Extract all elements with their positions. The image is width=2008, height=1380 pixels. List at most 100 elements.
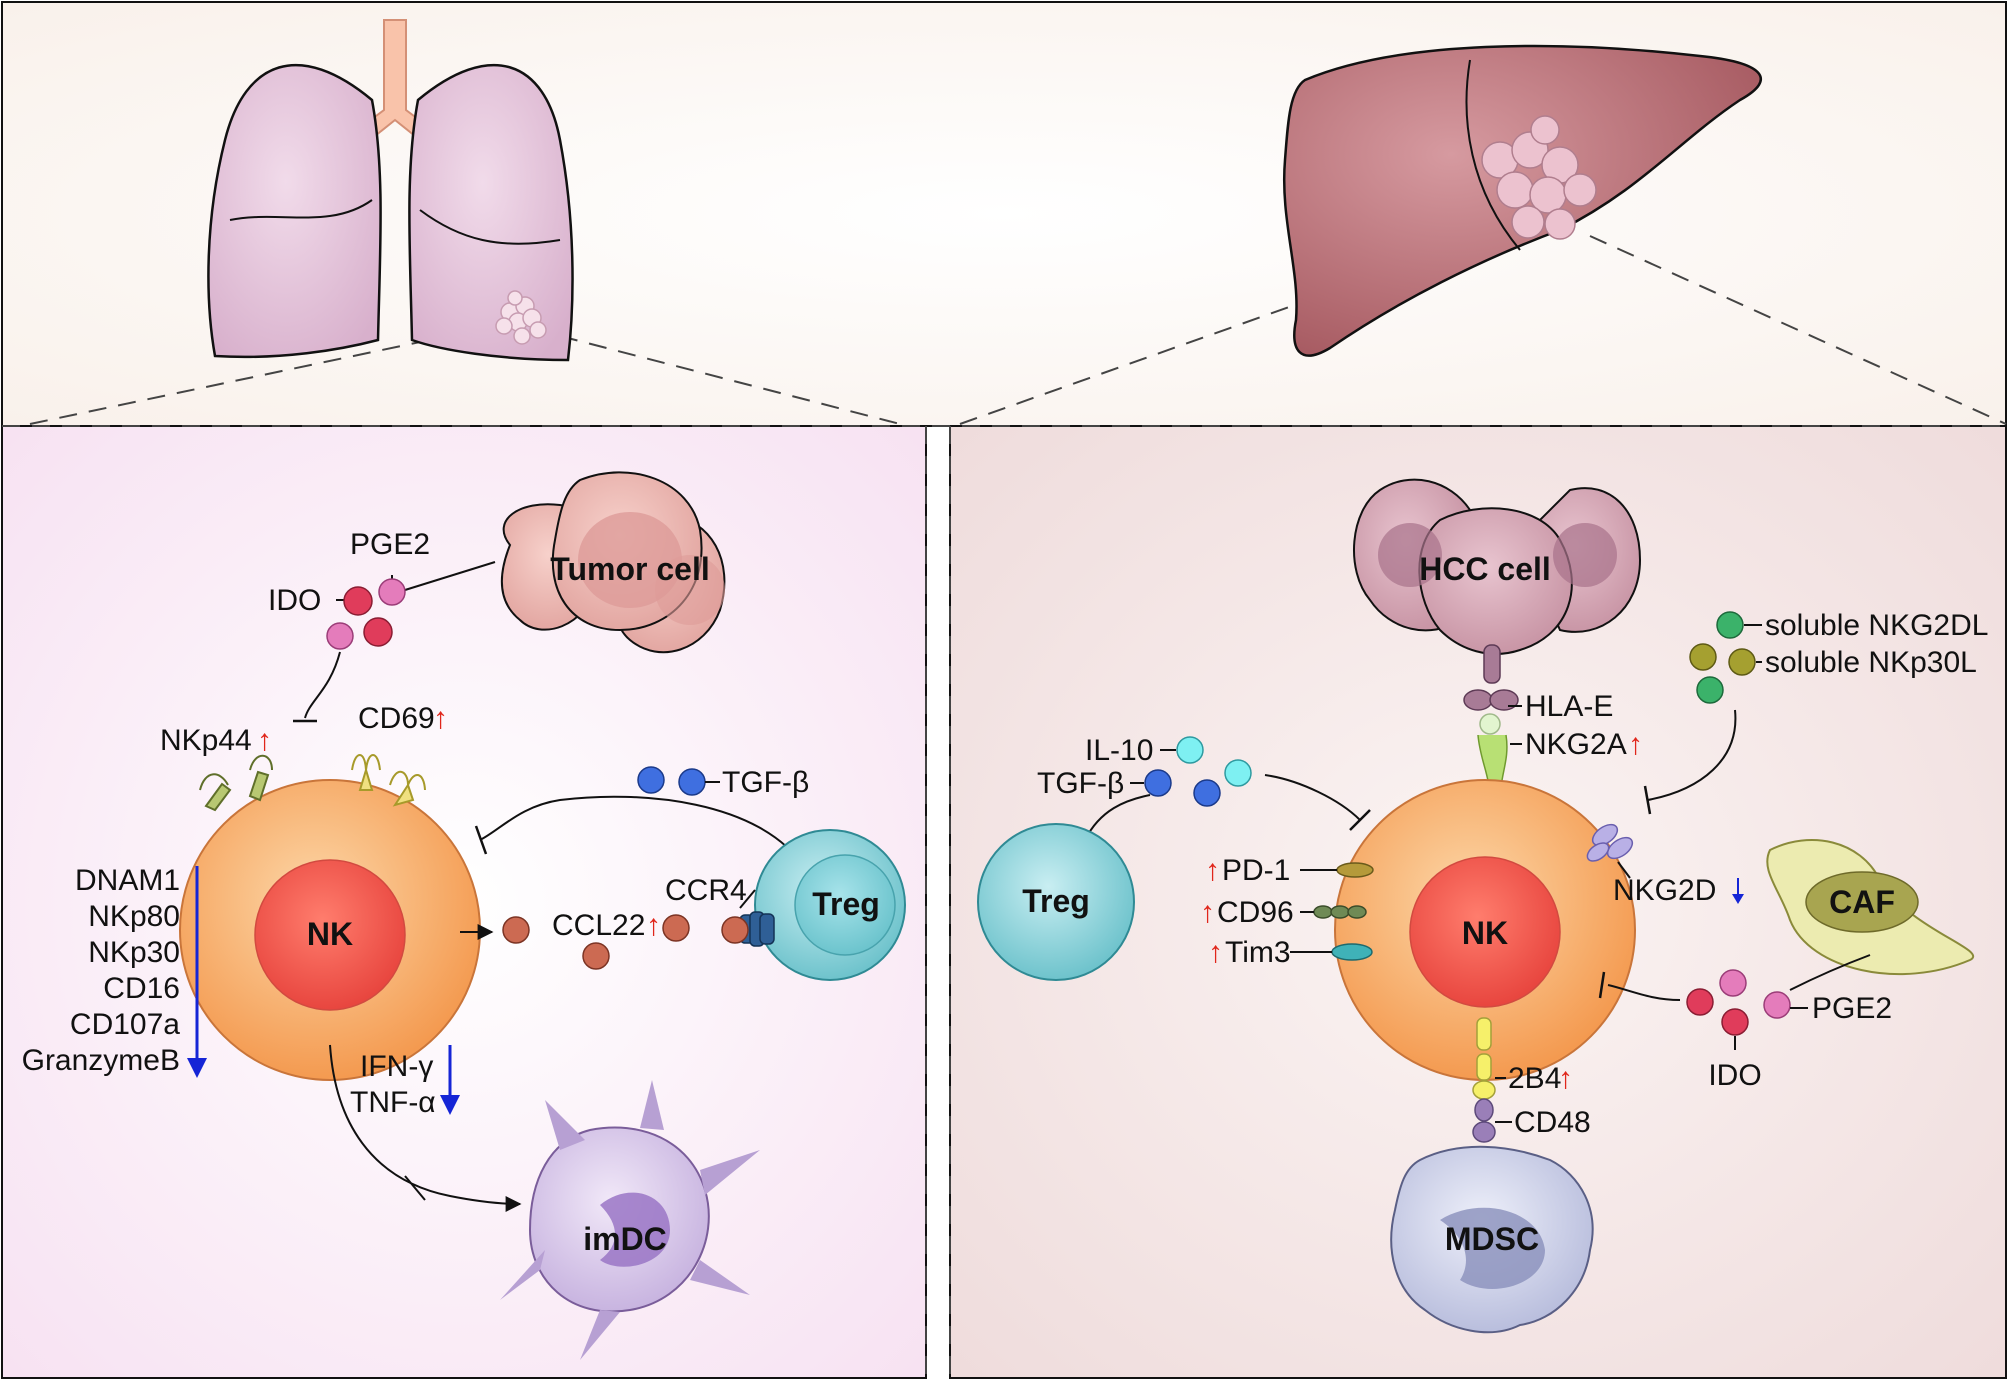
2b4-label: 2B4 (1508, 1062, 1561, 1095)
tgf-beta-label-right: TGF-β (1037, 767, 1124, 800)
cd96-label: CD96 (1217, 896, 1294, 929)
inhibit-line-treg-nk (479, 795, 806, 869)
mdsc-cell (1390, 1145, 1594, 1334)
liver-zoom-line-left (959, 295, 1321, 425)
ccl22-molecule (662, 914, 690, 942)
2b4-up-arrow: ↑ (1558, 1062, 1573, 1095)
ccl22-up-arrow: ↑ (646, 909, 661, 942)
down-list-item: NKp80 (88, 900, 180, 933)
liver-zoom-line-right (1589, 235, 2007, 425)
inhibit-line-caf-nk (1607, 984, 1681, 1001)
treg-label: Treg (812, 886, 880, 922)
pd1-up-arrow: ↑ (1205, 854, 1220, 887)
inhibit-line-cytokines-nk (1264, 774, 1361, 821)
cd69-up-arrow: ↑ (433, 702, 448, 735)
pge2-label-right: PGE2 (1812, 992, 1892, 1025)
inhibit-line-ido-nk (304, 651, 341, 719)
pd1-receptor (1336, 862, 1374, 878)
il10-label: IL-10 (1085, 734, 1153, 767)
nkg2a-up-arrow: ↑ (1628, 728, 1643, 761)
down-list-item: CD107a (70, 1008, 180, 1041)
il10-molecule (1224, 759, 1252, 787)
nk-nucleus (254, 859, 406, 1011)
tgf-beta-molecule (678, 768, 706, 796)
pge2-label: PGE2 (350, 528, 430, 561)
tim3-up-arrow: ↑ (1208, 936, 1223, 969)
tumor-to-molecules-line (404, 561, 496, 591)
down-list-item: GranzymeB (22, 1044, 180, 1077)
cd96-up-arrow: ↑ (1200, 896, 1215, 929)
pge2-molecule (378, 578, 406, 606)
ccl22-molecule (721, 916, 749, 944)
imdc-label: imDC (583, 1221, 667, 1257)
pd1-label: PD-1 (1222, 854, 1290, 887)
down-list-item: CD16 (103, 972, 180, 1005)
treg-nucleus (794, 854, 896, 956)
liver-illustration (1283, 44, 1762, 357)
nkp44-label: NKp44 (160, 724, 252, 757)
il10-molecule (1176, 736, 1204, 764)
inhibit-line-soluble-nkg2d (1647, 709, 1737, 801)
soluble-nkg2dl-molecule (1716, 611, 1744, 639)
tgf-beta-molecule (637, 766, 665, 794)
nk-label: NK (307, 916, 353, 952)
hcc-cell-label: HCC cell (1419, 551, 1551, 587)
cd69-label: CD69 (358, 702, 435, 735)
soluble-nkg2dl-label: soluble NKG2DL (1765, 609, 1988, 642)
caf-to-molecules-line (1789, 954, 1871, 991)
liver-tumor (1481, 115, 1597, 240)
hla-e-receptor (1463, 644, 1519, 711)
hcc-cell (1353, 478, 1642, 655)
down-list-item: DNAM1 (75, 864, 180, 897)
cd96-receptor (1313, 905, 1367, 919)
nk-label-right: NK (1462, 915, 1508, 951)
ido-molecule-right (1686, 988, 1714, 1016)
soluble-nkp30l-label: soluble NKp30L (1765, 646, 1977, 679)
cd48-label: CD48 (1514, 1106, 1591, 1139)
nkg2a-label: NKG2A (1525, 728, 1627, 761)
nkg2a-ligand (1479, 713, 1501, 735)
nkg2d-label: NKG2D (1613, 874, 1716, 907)
tumor-cell (500, 471, 726, 654)
lung-zoom-line-left (29, 341, 421, 425)
nkg2d-receptor (1586, 823, 1634, 862)
tgf-beta-molecule (1144, 769, 1172, 797)
ido-label: IDO (268, 584, 321, 617)
nkp44-receptor (199, 754, 273, 812)
soluble-nkp30l-molecule (1728, 648, 1756, 676)
ido-molecule-right (1721, 1008, 1749, 1036)
tnf-alpha-label: TNF-α (350, 1086, 436, 1119)
soluble-nkg2dl-molecule (1696, 676, 1724, 704)
arrow-nk-imdc (329, 1044, 522, 1212)
ccr4-label: CCR4 (665, 874, 747, 907)
tim3-receptor (1331, 943, 1373, 961)
pge2-molecule-right (1763, 991, 1791, 1019)
ccl22-molecule (582, 942, 610, 970)
tgf-beta-label: TGF-β (722, 766, 809, 799)
lung-tumor (495, 290, 547, 345)
ido-molecule (343, 586, 373, 616)
treg-label-right: Treg (1022, 883, 1090, 919)
tgf-beta-molecule (1193, 779, 1221, 807)
ccl22-molecule (502, 916, 530, 944)
treg-cell-right (977, 823, 1135, 981)
down-list-item: NKp30 (88, 936, 180, 969)
ido-molecule (363, 617, 393, 647)
nk-nucleus-right (1409, 856, 1561, 1008)
mdsc-label: MDSC (1445, 1221, 1539, 1257)
imdc-cell (500, 1080, 760, 1360)
cd48-receptor (1472, 1098, 1496, 1143)
hla-e-label: HLA-E (1525, 690, 1613, 723)
cd69-receptor (351, 754, 426, 807)
pge2-molecule-right (1719, 969, 1747, 997)
caf-cell (1766, 839, 1974, 976)
tumor-cell-label: Tumor cell (550, 551, 709, 587)
ccl22-label: CCL22 (552, 909, 645, 942)
tim3-label: Tim3 (1225, 936, 1291, 969)
ido-label-right: IDO (1708, 1059, 1761, 1092)
caf-label: CAF (1829, 884, 1895, 920)
pge2-molecule (326, 622, 354, 650)
nkp44-up-arrow: ↑ (257, 724, 272, 757)
